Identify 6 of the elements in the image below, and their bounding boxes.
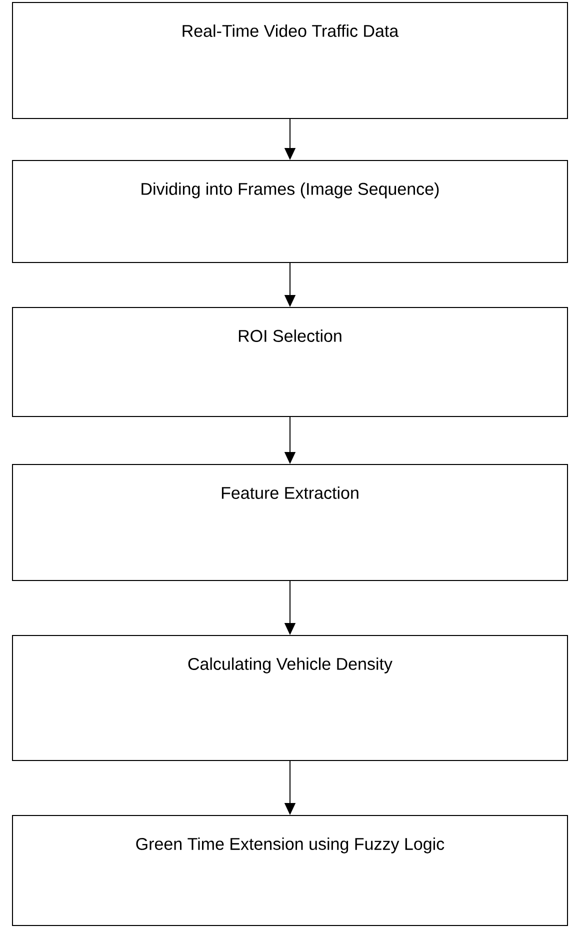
process-box: Calculating Vehicle Density <box>12 635 568 761</box>
process-box: Feature Extraction <box>12 464 568 581</box>
process-box: Green Time Extension using Fuzzy Logic <box>12 815 568 926</box>
process-box: Real-Time Video Traffic Data <box>12 2 568 119</box>
process-box: Dividing into Frames (Image Sequence) <box>12 160 568 263</box>
process-box: ROI Selection <box>12 307 568 417</box>
